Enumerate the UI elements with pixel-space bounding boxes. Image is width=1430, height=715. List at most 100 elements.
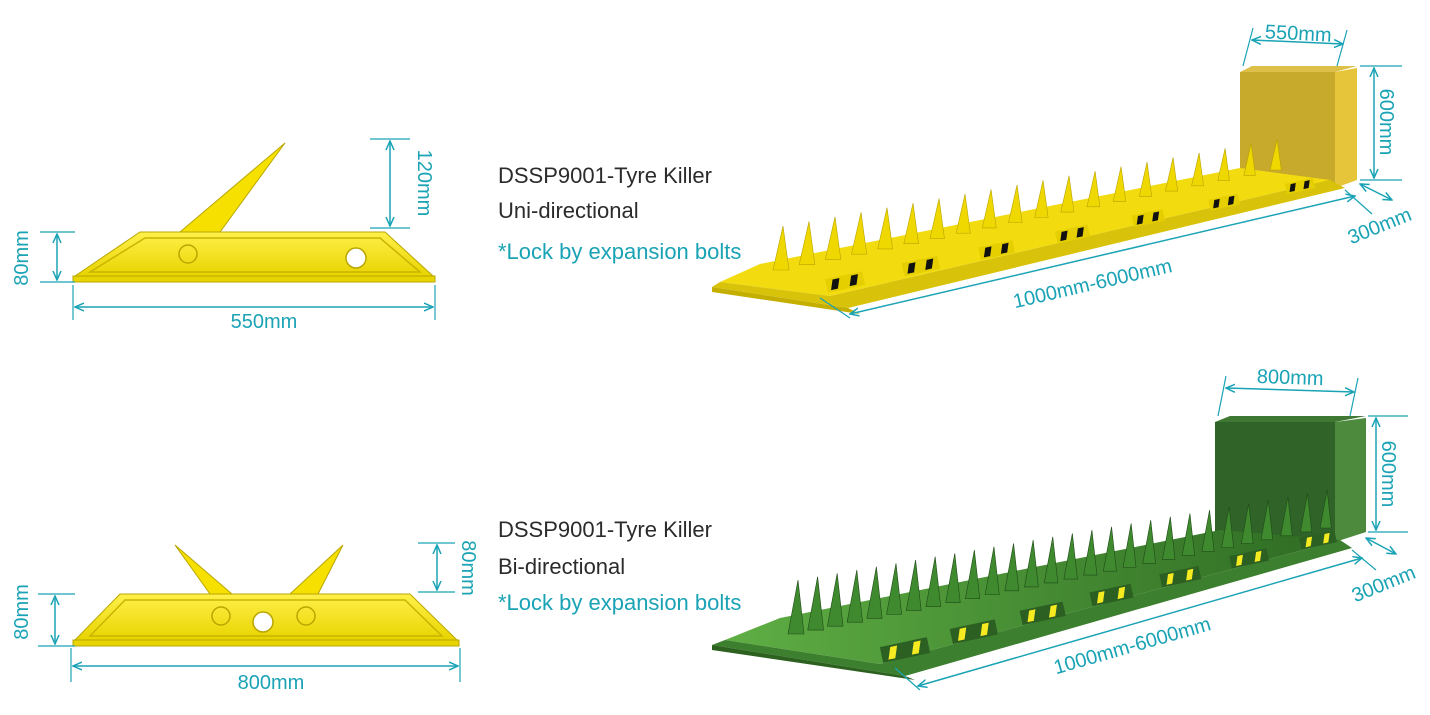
bi-spike-mark [984, 546, 1000, 596]
bi-spike-mark [886, 563, 902, 615]
uni-depth-dim [1360, 184, 1392, 200]
uni-box-side [1335, 68, 1357, 188]
uni-spike-mark [798, 221, 816, 266]
bi-spike-mark [1201, 510, 1215, 552]
bi-box-width-dim [1226, 388, 1354, 392]
bi-hole-right [296, 606, 316, 626]
uni-hole-left [178, 244, 198, 264]
uni-spike-mark [1086, 171, 1101, 208]
uni-spike-mark [1217, 148, 1230, 181]
bi-perspective-view: 800mm 600mm 300mm 1000mm-6000mm [712, 366, 1419, 691]
bi-depth-dim [1366, 538, 1396, 554]
bi-spike-mark [866, 566, 883, 619]
uni-box-top [1240, 66, 1357, 72]
uni-ramp-front [712, 180, 1345, 308]
uni-base-plate [72, 275, 436, 283]
uni-box-height-label: 600mm [1375, 89, 1397, 156]
uni-length-label: 1000mm-6000mm [1011, 255, 1174, 313]
bi-spike-mark [1221, 506, 1234, 548]
uni-box-front [1240, 72, 1335, 188]
uni-subtitle: Uni-directional [498, 198, 639, 223]
bi-length-dim [918, 558, 1362, 686]
bi-spike-mark [1300, 493, 1313, 533]
bi-spike-mark [1260, 500, 1274, 541]
bi-depth-label: 300mm [1349, 562, 1419, 607]
uni-spike-mark [1243, 143, 1256, 176]
uni-spike-mark [851, 212, 868, 255]
bi-spike-mark [905, 559, 922, 611]
bi-subtitle: Bi-directional [498, 554, 626, 579]
bi-spike-mark [1043, 536, 1059, 584]
uni-ramp-top [720, 168, 1330, 296]
uni-spike-mark [981, 189, 997, 229]
bi-hole-center [252, 611, 274, 633]
uni-spike-mark [877, 207, 893, 250]
uni-stripe-mark [1284, 177, 1316, 195]
uni-spike-mark [1191, 152, 1204, 187]
bi-spike-right [288, 544, 344, 595]
bi-box-top [1215, 416, 1366, 422]
uni-depth-label: 300mm [1345, 204, 1415, 249]
bi-spike-mark [1102, 526, 1117, 572]
bi-spike-mark [945, 553, 961, 603]
bi-base-plate [72, 639, 460, 647]
bi-spike-left [174, 544, 234, 595]
bi-spike-mark [925, 556, 942, 607]
bi-hole-left [211, 606, 231, 626]
bi-spike-label: 80mm [457, 540, 479, 596]
uni-spike-mark [824, 216, 842, 260]
uni-spike-mark [1165, 157, 1179, 192]
bi-spike-mark [846, 569, 863, 623]
uni-spike-mark [1008, 184, 1023, 223]
bi-box-front [1215, 422, 1335, 542]
bi-height-label: 80mm [11, 584, 33, 640]
bi-ramp-bevel [712, 645, 915, 680]
bi-spike-mark [787, 579, 805, 635]
uni-width-label: 550mm [231, 311, 298, 333]
uni-spike-mark [929, 198, 945, 239]
uni-box-width-label: 550mm [1264, 21, 1332, 46]
uni-box-width-dim [1252, 40, 1343, 44]
uni-spike-mark [1112, 166, 1127, 202]
bi-spike-mark [1280, 496, 1293, 537]
bi-spike-mark [1319, 490, 1332, 529]
bi-spike-mark [1122, 523, 1137, 568]
bi-box-side [1335, 418, 1366, 542]
bi-spike-mark [1162, 516, 1176, 560]
uni-length-dim [850, 196, 1355, 314]
uni-spike-mark [1034, 180, 1049, 218]
bi-spike-mark [965, 550, 981, 599]
uni-spike-mark [1138, 161, 1153, 197]
bi-spike-mark [1004, 543, 1020, 592]
uni-hole-right [345, 247, 367, 269]
uni-perspective-view: 550mm 600mm 300mm 1000mm-6000mm [712, 21, 1415, 319]
uni-spike-label: 120mm [413, 150, 435, 217]
bi-spike-mark [1240, 503, 1254, 545]
bi-spike-mark [1181, 513, 1195, 556]
uni-side-view: 550mm 80mm 120mm [11, 138, 436, 333]
uni-title: DSSP9001-Tyre Killer [498, 163, 712, 188]
bi-spike-mark [1063, 533, 1078, 580]
uni-spike-mark [1269, 139, 1282, 171]
bi-spike-mark [1024, 540, 1039, 588]
uni-ramp-bevel [712, 287, 860, 314]
uni-spike [178, 142, 286, 233]
uni-spike-mark [772, 225, 790, 271]
bi-stripe-mark [1299, 530, 1337, 550]
bi-spike-mark [807, 576, 824, 631]
bi-title: DSSP9001-Tyre Killer [498, 517, 712, 542]
bi-width-label: 800mm [238, 672, 305, 694]
uni-spike-mark [903, 203, 919, 244]
uni-base-inner [87, 237, 423, 273]
bi-spike-mark [1142, 520, 1156, 564]
bi-spike-mark [1083, 530, 1098, 576]
uni-height-label: 80mm [11, 230, 33, 286]
bi-note: *Lock by expansion bolts [498, 590, 742, 615]
uni-spike-mark [1060, 175, 1075, 213]
bi-box-width-label: 800mm [1256, 366, 1323, 390]
bi-box-height-label: 600mm [1377, 441, 1399, 508]
uni-spike-mark [955, 193, 971, 234]
uni-note: *Lock by expansion bolts [498, 239, 742, 264]
